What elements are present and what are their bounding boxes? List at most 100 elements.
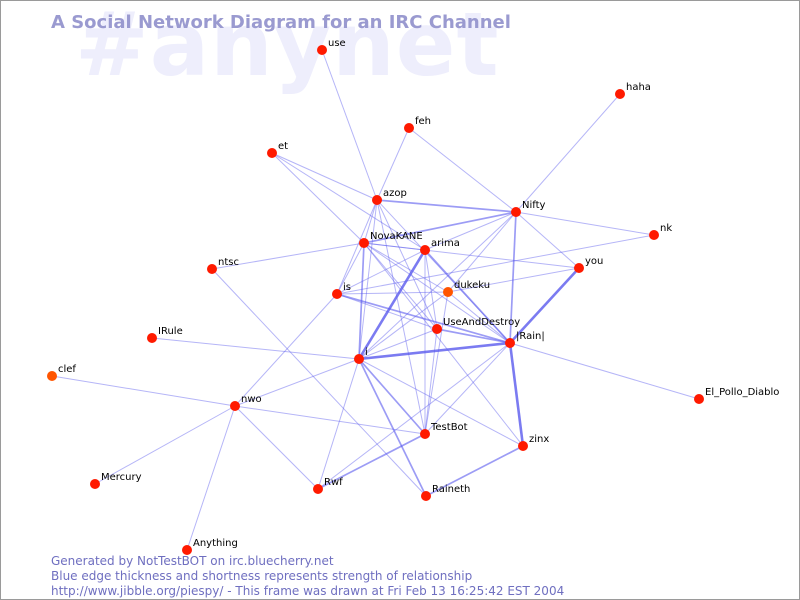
node-anything: Anything: [182, 538, 238, 555]
node-label: Raineth: [432, 484, 470, 495]
edge-feh-azop: [376, 127, 410, 201]
node-zinx: zinx: [518, 434, 549, 451]
node-label: Nifty: [522, 200, 546, 211]
node-dot: [90, 479, 100, 489]
edge-testbot-rwf: [317, 433, 426, 490]
node-raineth: Raineth: [421, 484, 470, 501]
node-is: is: [332, 282, 351, 299]
node-dot: [230, 401, 240, 411]
node-use: use: [317, 38, 346, 55]
edge-feh-nifty: [408, 127, 517, 213]
node-et: et: [267, 141, 288, 158]
edge-ntsc-raineth: [211, 268, 427, 497]
edge-i-rwf: [317, 358, 360, 490]
node-rain: |Rain|: [505, 331, 545, 348]
edge-dukeku-is: [336, 291, 449, 295]
edge-i-testbot: [358, 358, 426, 435]
edge-useanddestroy-rain: [436, 328, 511, 344]
edge-novakane-ntsc: [211, 242, 365, 270]
edge-irule-i: [151, 337, 360, 360]
node-label: UseAndDestroy: [443, 317, 520, 328]
node-label: El_Pollo_Diablo: [705, 387, 779, 398]
node-dot: [404, 123, 414, 133]
edge-you-dukeku: [447, 267, 580, 293]
node-you: you: [574, 256, 603, 273]
edge-et-azop: [271, 152, 378, 201]
edge-arima-useanddestroy: [424, 249, 438, 330]
node-label: nwo: [241, 394, 262, 405]
edge-novakane-you: [363, 242, 580, 269]
footer: Generated by NotTestBOT on irc.bluecherr…: [51, 554, 564, 599]
node-dot: [432, 324, 442, 334]
node-nk: nk: [649, 223, 672, 240]
edge-et-arima: [271, 152, 426, 251]
node-dot: [511, 207, 521, 217]
node-dot: [615, 89, 625, 99]
node-rwf: Rwf: [313, 477, 343, 494]
diagram-title: A Social Network Diagram for an IRC Chan…: [51, 12, 511, 33]
node-dot: [182, 545, 192, 555]
node-label: is: [343, 282, 351, 293]
edge-useanddestroy-testbot: [424, 328, 438, 435]
node-label: et: [278, 141, 288, 152]
node-label: ntsc: [218, 257, 239, 268]
node-ntsc: ntsc: [207, 257, 239, 274]
edge-azop-useanddestroy: [376, 199, 438, 330]
node-dot: [505, 338, 515, 348]
node-dot: [372, 195, 382, 205]
edge-nifty-nk: [515, 211, 655, 236]
node-label: clef: [58, 364, 76, 375]
edge-azop-novakane: [363, 199, 378, 244]
edge-rain-zinx: [508, 342, 525, 447]
node-label: feh: [415, 116, 431, 127]
node-testbot: TestBot: [420, 422, 468, 439]
edge-novakane-is: [336, 242, 365, 295]
edge-nwo-rwf: [234, 405, 319, 490]
node-dot: [332, 289, 342, 299]
edge-novakane-rain: [363, 242, 511, 344]
node-dot: [420, 245, 430, 255]
node-dot: [694, 394, 704, 404]
node-dot: [359, 238, 369, 248]
edge-layer: [51, 49, 700, 551]
node-nwo: nwo: [230, 394, 262, 411]
edge-novakane-useanddestroy: [363, 242, 438, 330]
node-dot: [267, 148, 277, 158]
edge-useanddestroy-i: [358, 328, 438, 360]
edge-arima-i: [357, 249, 427, 360]
edge-is-nwo: [234, 293, 338, 407]
node-elpollo: El_Pollo_Diablo: [694, 387, 779, 404]
node-dot: [649, 230, 659, 240]
node-nifty: Nifty: [511, 200, 546, 217]
edge-nk-is: [336, 234, 655, 295]
edge-azop-i: [358, 199, 378, 360]
edge-i-raineth: [358, 358, 427, 497]
node-label: Rwf: [324, 477, 343, 488]
edge-nifty-dukeku: [447, 211, 517, 293]
node-dot: [354, 354, 364, 364]
edge-dukeku-rain: [447, 291, 511, 344]
edge-nifty-you: [515, 211, 580, 269]
node-label: i: [365, 347, 368, 358]
edge-i-nwo: [234, 358, 360, 407]
node-dot: [207, 264, 217, 274]
node-mercury: Mercury: [90, 472, 142, 489]
edge-is-useanddestroy: [336, 293, 438, 330]
node-clef: clef: [47, 364, 76, 381]
edge-nifty-arima: [424, 211, 517, 251]
channel-watermark: #anynet: [75, 0, 500, 96]
edge-nwo-testbot: [234, 405, 426, 435]
node-dot: [574, 263, 584, 273]
node-label: you: [585, 256, 603, 267]
edge-nifty-i: [358, 211, 517, 360]
node-label: zinx: [529, 434, 549, 445]
edge-arima-is: [336, 249, 426, 295]
edge-rain-elpollo: [509, 342, 700, 400]
edge-rain-i: [358, 341, 511, 361]
node-dot: [443, 287, 453, 297]
edge-novakane-arima: [363, 242, 426, 251]
node-label: Anything: [193, 538, 238, 549]
edge-i-zinx: [358, 358, 524, 447]
edge-nwo-mercury: [94, 405, 236, 485]
node-label: arima: [431, 238, 460, 249]
